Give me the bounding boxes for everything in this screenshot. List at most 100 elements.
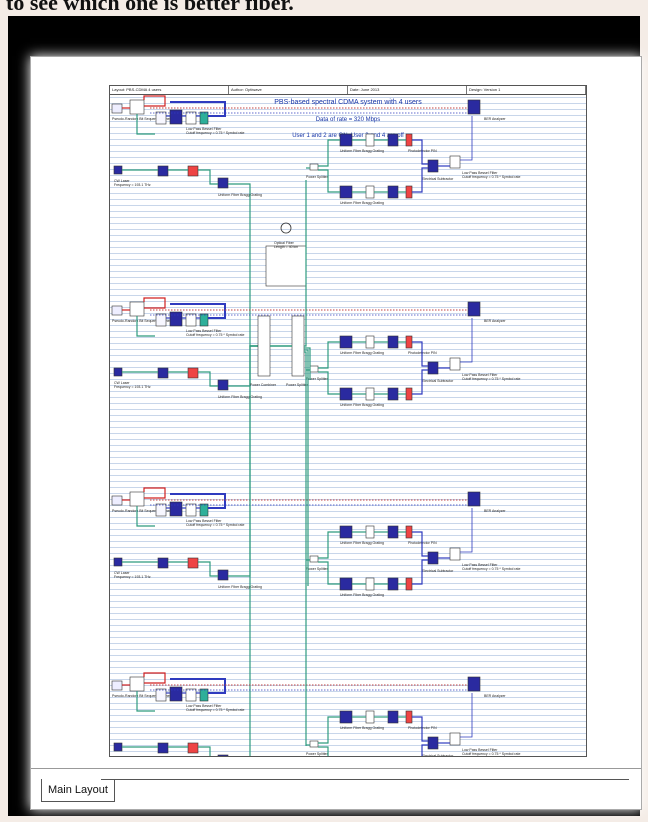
encoder-a-2 [156, 314, 166, 326]
rx-ufbg-c-1 [340, 186, 352, 198]
subtractor-3 [428, 552, 438, 564]
rx-pin-a-2 [406, 336, 412, 348]
rx-ufbg-label-c-1: Uniform Fiber Bragg Grating [340, 201, 384, 205]
power-combiner [258, 316, 270, 376]
subtractor-label-4: Electrical Subtractor [422, 754, 454, 756]
rx-pin-b-2 [406, 388, 412, 400]
wire-filter-ber-1 [460, 116, 472, 160]
rx-ufbg-label-a-4: Uniform Fiber Bragg Grating [340, 726, 384, 730]
rx-ufbg-c-2 [340, 388, 352, 400]
rx-ufbg-a-3 [340, 526, 352, 538]
rx-split-label-2: Power Splitter [306, 377, 329, 381]
encoder-a-3 [156, 504, 166, 516]
rx-ufbg-label-a-1: Uniform Fiber Bragg Grating [340, 149, 384, 153]
rx-ufbg-a-2 [340, 336, 352, 348]
rx-atten-b-2 [366, 388, 374, 400]
wire-driver-loop-1 [144, 96, 165, 106]
wire-rx-upper-3 [318, 532, 340, 558]
rx-splitter-2 [310, 366, 318, 372]
tab-divider [101, 779, 629, 780]
wire-filter-ber-4 [460, 693, 472, 737]
encoder-a-1 [156, 112, 166, 124]
ber-analyzer-2 [468, 302, 480, 316]
tab-main-layout[interactable]: Main Layout [41, 779, 115, 802]
modulator-4 [188, 743, 198, 753]
prbs-generator-4 [112, 681, 122, 690]
wire-tx-combiner-3 [228, 346, 258, 576]
wire-to-rx-4 [304, 352, 306, 746]
rx-split-label-3: Power Splitter [306, 567, 329, 571]
subtractor-label-3: Electrical Subtractor [422, 569, 454, 573]
prbs-generator-1 [112, 104, 122, 113]
page-caption: to see which one is better fiber. [6, 0, 294, 16]
encoder-d-2 [200, 314, 208, 326]
laser-label-2: Frequency = 193.1 THz [114, 385, 151, 389]
prbs-label-2: Pseudo-Random Bit Sequence Generator [112, 319, 178, 323]
wire-tx-combiner-2 [228, 346, 258, 386]
rx-ufbg-a-1 [340, 134, 352, 146]
layout-canvas[interactable]: Layout: PBS-CDMA 4 users Author: Optiwav… [39, 65, 631, 761]
rx-pin-a-1 [406, 134, 412, 146]
wire-mod-ufbg-2 [198, 372, 218, 386]
schematic-diagram: Pseudo-Random Bit Sequence GeneratorLow … [110, 86, 586, 756]
rx-splitter-4 [310, 741, 318, 747]
rx-atten-a-2 [366, 336, 374, 348]
encoder-c-2 [186, 314, 196, 326]
fiber-label: Length = 40 km [274, 245, 298, 249]
wire-driver-loop-4 [144, 673, 165, 683]
rx-ufbg-label-c-2: Uniform Fiber Bragg Grating [340, 403, 384, 407]
prbs-label-1: Pseudo-Random Bit Sequence Generator [112, 117, 178, 121]
wire-filter-ber-3 [460, 508, 472, 552]
lowpass-rx-label-2: Cutoff frequency = 0.75 * Symbol rate [462, 377, 520, 381]
encoder-b-3 [170, 502, 182, 516]
rx-ufbg-b-1 [388, 134, 398, 146]
lowpass-rx-1 [450, 156, 460, 168]
lowpass-rx-label-1: Cutoff frequency = 0.75 * Symbol rate [462, 175, 520, 179]
wire-rx-upper-1 [318, 140, 340, 166]
lowpass-label-2: Cutoff frequency = 0.75 * Symbol rate [186, 333, 244, 337]
wire-tx-combiner-1 [228, 184, 258, 346]
encoder-d-3 [200, 504, 208, 516]
rx-ufbg-b-3 [388, 526, 398, 538]
wire-rx-lower-2 [318, 372, 340, 394]
wire-mod-ufbg-1 [198, 170, 218, 184]
layout-tabbar: Main Layout [31, 768, 641, 809]
rx-ufbg-d-1 [388, 186, 398, 198]
rx-pin-b-3 [406, 578, 412, 590]
rx-ufbg-b-4 [388, 711, 398, 723]
rx-split-label-4: Power Splitter [306, 752, 329, 756]
encoder-a-4 [156, 689, 166, 701]
encoder-c-3 [186, 504, 196, 516]
encoder-b-2 [170, 312, 182, 326]
rx-ufbg-d-3 [388, 578, 398, 590]
rx-ufbg-label-a-2: Uniform Fiber Bragg Grating [340, 351, 384, 355]
splitter-1 [158, 166, 168, 176]
rx-ufbg-a-4 [340, 711, 352, 723]
subtractor-4 [428, 737, 438, 749]
encoder-c-1 [186, 112, 196, 124]
wire-to-rx-2 [304, 348, 310, 380]
wire-rx-upper-4 [318, 717, 340, 743]
ufbg-tx-label-1: Uniform Fiber Bragg Grating [218, 193, 262, 197]
rx-ufbg-label-a-3: Uniform Fiber Bragg Grating [340, 541, 384, 545]
rx-splitter-1 [310, 164, 318, 170]
cw-laser-2 [114, 368, 122, 376]
splitter-2 [158, 368, 168, 378]
laser-label-1: Frequency = 193.1 THz [114, 183, 151, 187]
power-combiner-label: Power Combiner [250, 383, 277, 387]
wire-rx-upper-2 [318, 342, 340, 368]
lowpass-label-4: Cutoff frequency = 0.75 * Symbol rate [186, 708, 244, 712]
subtractor-1 [428, 160, 438, 172]
rx-atten-a-3 [366, 526, 374, 538]
encoder-b-1 [170, 110, 182, 124]
laser-label-3: Frequency = 193.1 THz [114, 575, 151, 579]
power-splitter-label: Power Splitter [286, 383, 309, 387]
design-window: Layout: PBS-CDMA 4 users Author: Optiwav… [30, 56, 642, 810]
ber-label-3: BER Analyzer [484, 509, 506, 513]
lowpass-rx-4 [450, 733, 460, 745]
wire-tx-combiner-4 [228, 346, 258, 756]
screenshot-frame: Layout: PBS-CDMA 4 users Author: Optiwav… [8, 16, 640, 816]
rx-pin-b-1 [406, 186, 412, 198]
subtractor-label-2: Electrical Subtractor [422, 379, 454, 383]
rx-ufbg-label-c-3: Uniform Fiber Bragg Grating [340, 593, 384, 597]
